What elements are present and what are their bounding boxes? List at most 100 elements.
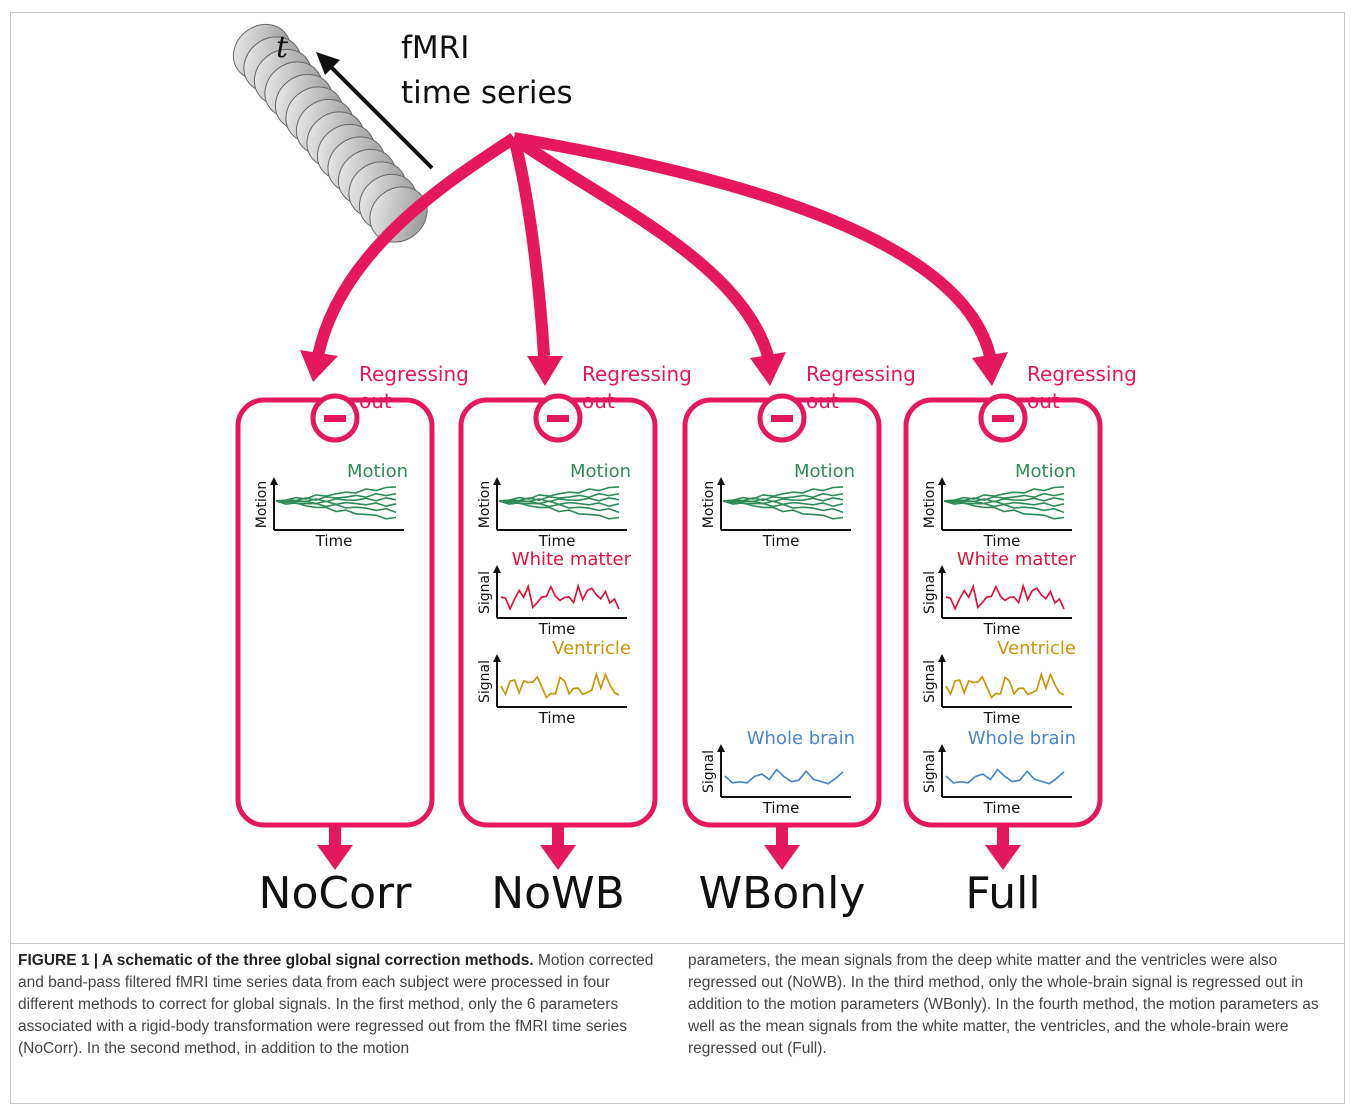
method-name-label: Full [965,868,1040,919]
motion-trace [498,486,620,502]
y-axis-label: Motion [254,481,270,528]
minus-icon [324,415,346,422]
output-arrow-shaft [997,825,1009,847]
caption-left-column: FIGURE 1 | A schematic of the three glob… [18,950,658,1060]
axis-arrow-icon [938,477,946,485]
regressor-title: Ventricle [552,638,631,659]
caption-left-text: Motion corrected and band-pass filtered … [18,952,654,1057]
regressing-label-line2: out [582,389,615,413]
time-arrow [316,52,434,170]
output-arrow-shaft [552,825,564,847]
regressor-title: Motion [1015,461,1076,482]
motion-trace [275,499,397,514]
branch-arrow-nowb [508,136,550,357]
y-axis-label: Signal [701,750,717,793]
branch-arrow-nocorr [312,132,518,358]
motion-trace [498,499,620,514]
motion-trace [943,486,1065,502]
output-arrow-shaft [329,825,341,847]
branch-arrow-full [512,132,996,358]
x-axis-label: Time [762,532,800,550]
axis-arrow-icon [938,565,946,573]
branch-arrow-head [527,356,563,386]
x-axis-label: Time [762,799,800,817]
method-name-label: NoCorr [259,868,413,919]
axis-arrow-icon [938,654,946,662]
schematic-figure: t fMRI time series RegressingoutMotionMo… [232,23,1137,919]
caption-right-text: parameters, the mean signals from the de… [688,952,1319,1057]
y-axis-label: Signal [922,660,938,703]
regressor-title: Motion [794,461,855,482]
signal-trace [945,671,1065,699]
motion-trace [943,499,1065,514]
output-arrow-shaft [776,825,788,847]
x-axis-label: Time [538,709,576,727]
signal-trace [500,583,620,612]
regressor-title: Motion [570,461,631,482]
regressing-label-line1: Regressing [582,362,692,386]
x-axis-label: Time [983,709,1021,727]
t-label: t [276,30,289,65]
motion-trace [722,500,844,520]
axis-arrow-icon [717,744,725,752]
output-arrow-head-icon [540,845,576,870]
y-axis-label: Signal [477,571,493,614]
axis-arrow-icon [493,654,501,662]
motion-trace [943,500,1065,520]
regressor-title: Motion [347,461,408,482]
regressing-label-line2: out [359,389,392,413]
method-name-label: WBonly [699,868,866,919]
method-name-label: NoWB [491,868,625,919]
signal-trace [724,768,844,785]
motion-trace [722,486,844,502]
regressing-label-line2: out [1027,389,1060,413]
minus-icon [992,415,1014,422]
axis-arrow-icon [493,477,501,485]
branch-arrow-head [972,352,1008,386]
axis-arrow-icon [938,744,946,752]
x-axis-label: Time [315,532,353,550]
figure-frame [10,12,1345,1104]
motion-trace [722,496,844,503]
motion-trace [722,499,844,514]
output-arrow-head-icon [985,845,1021,870]
branch-arrow-wbonly [510,133,774,358]
y-axis-label: Motion [477,481,493,528]
source-title-line2: time series [401,75,573,111]
y-axis-label: Signal [922,571,938,614]
regressor-title: Whole brain [968,728,1076,749]
y-axis-label: Signal [477,660,493,703]
axis-arrow-icon [493,565,501,573]
caption-right-column: parameters, the mean signals from the de… [688,950,1338,1060]
output-arrow-head-icon [764,845,800,870]
y-axis-label: Motion [922,481,938,528]
x-axis-label: Time [538,620,576,638]
branch-arrow-head [300,350,338,382]
regressor-title: Ventricle [997,638,1076,659]
caption-divider [10,943,1345,944]
x-axis-label: Time [538,532,576,550]
branch-arrows [300,132,1008,386]
regressing-label-line1: Regressing [806,362,916,386]
y-axis-label: Signal [922,750,938,793]
motion-trace [275,486,397,502]
motion-trace [943,496,1065,503]
x-axis-label: Time [983,620,1021,638]
signal-trace [500,671,620,699]
signal-trace [945,583,1065,612]
x-axis-label: Time [983,799,1021,817]
regressor-title: Whole brain [747,728,855,749]
regressing-label-line2: out [806,389,839,413]
source-title-line1: fMRI [401,30,469,66]
